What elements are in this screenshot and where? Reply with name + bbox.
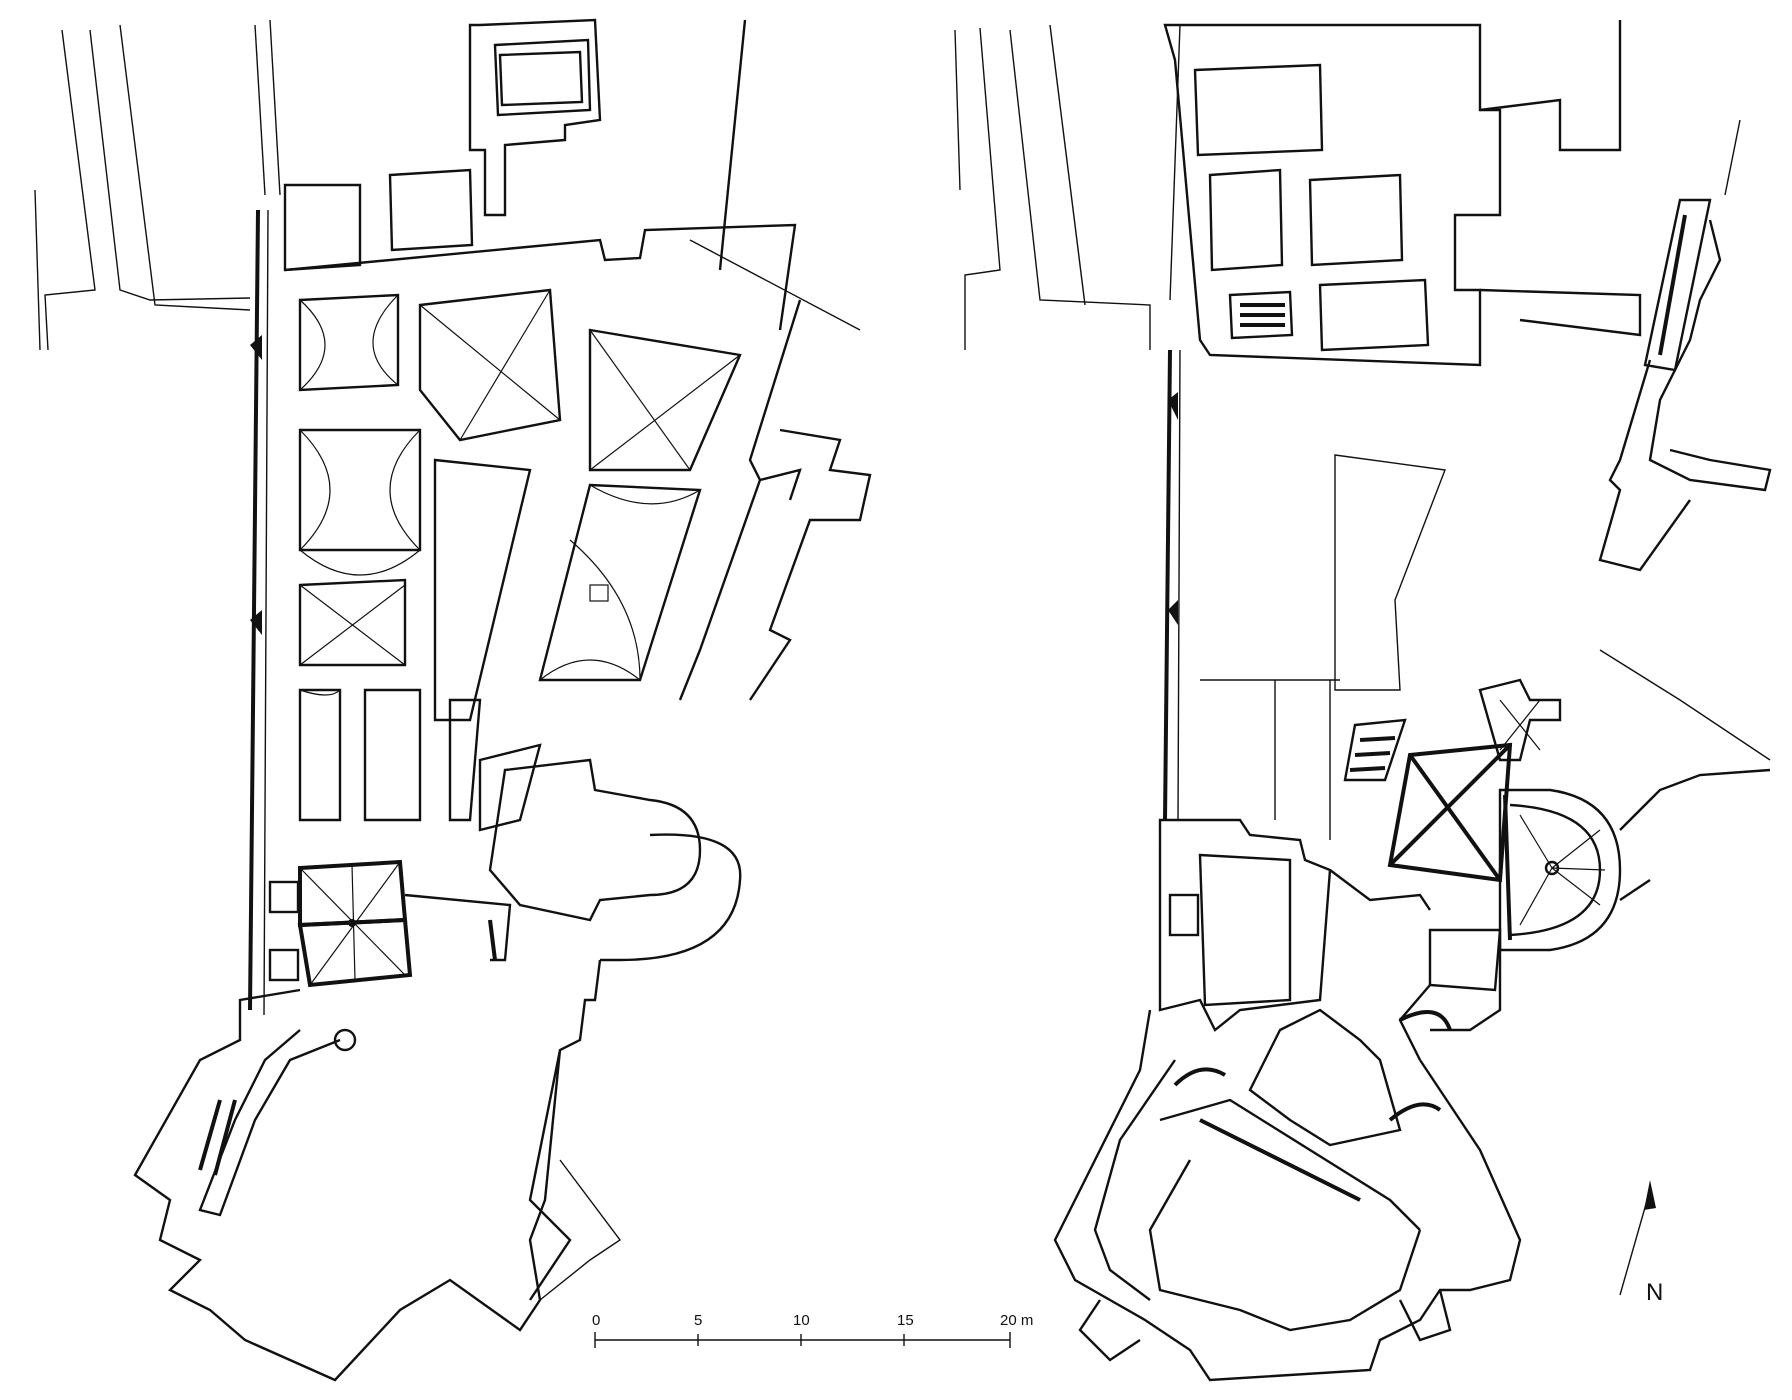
left-west-wall: [248, 209, 269, 1016]
left-south-bastion: [133, 988, 562, 1382]
right-east-stair: [1598, 198, 1772, 761]
right-neighbour-buildings: [954, 24, 1741, 350]
scale-label-10: 10: [793, 1312, 810, 1329]
right-north-complex: [1163, 20, 1642, 367]
left-star-vault-chapel: [268, 859, 512, 988]
right-chapel-and-round-tower: [1387, 678, 1771, 952]
left-apse-room: [488, 758, 742, 1301]
scale-label-15: 15: [897, 1312, 914, 1329]
scale-label-0: 0: [592, 1312, 600, 1329]
left-vaults: [299, 289, 741, 696]
left-floor-plan: [34, 18, 872, 1382]
scale-label-5: 5: [694, 1312, 702, 1329]
right-south-rooms: [1158, 818, 1502, 1061]
left-main-block: [284, 223, 872, 832]
north-label: N: [1646, 1279, 1663, 1306]
right-west-wall: [1163, 349, 1181, 821]
right-south-bastion: [1053, 1008, 1522, 1382]
north-arrow: N: [1619, 1180, 1663, 1306]
north-arrow-head: [1644, 1180, 1656, 1210]
left-north-rooms: [283, 18, 747, 272]
scale-bar: 0 5 10 15 20 m: [592, 1312, 1033, 1348]
right-central-wedge: [1200, 454, 1446, 840]
scale-label-20m: 20 m: [1000, 1312, 1033, 1329]
left-se-tower: [539, 1159, 622, 1301]
right-floor-plan: [954, 20, 1772, 1382]
left-neighbour-buildings: [34, 19, 281, 351]
